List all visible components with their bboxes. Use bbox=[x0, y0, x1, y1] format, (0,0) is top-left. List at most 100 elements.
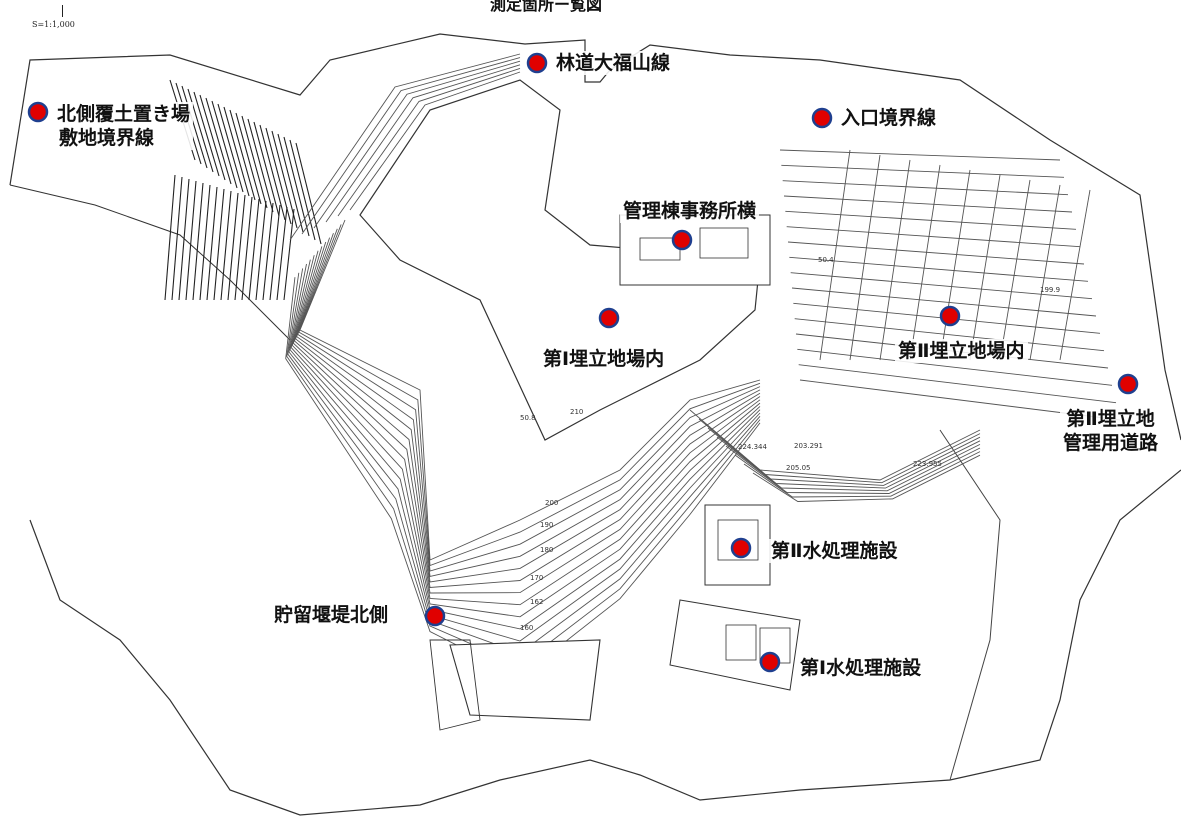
contour-line bbox=[716, 436, 981, 489]
contour-line bbox=[290, 255, 761, 618]
hatch-line bbox=[277, 133, 304, 233]
hatch-line bbox=[206, 186, 218, 301]
contour-line bbox=[698, 418, 981, 484]
hatch-line bbox=[205, 97, 232, 185]
scale-tick bbox=[62, 5, 63, 17]
hatch-line bbox=[247, 118, 274, 213]
marker-dai2-road bbox=[1117, 373, 1139, 395]
elevation-label: 223.955 bbox=[913, 460, 942, 468]
measurement-markers bbox=[27, 52, 1139, 673]
hatch-line bbox=[171, 176, 183, 301]
label-kanri: 管理棟事務所横 bbox=[620, 199, 760, 223]
marker-iriguchi bbox=[811, 107, 833, 129]
retention-dam bbox=[429, 639, 601, 731]
hatch-line bbox=[295, 142, 322, 245]
elevation-label: 203.291 bbox=[794, 442, 823, 450]
label-dai2-umetate: 第Ⅱ埋立地場内 bbox=[895, 339, 1028, 363]
contour-line bbox=[781, 164, 1065, 178]
elevation-label: 205.05 bbox=[786, 464, 811, 472]
hatch-line bbox=[259, 124, 286, 221]
hatch-line bbox=[276, 206, 288, 301]
grid-line bbox=[819, 149, 851, 361]
marker-dai2-water bbox=[730, 537, 752, 559]
label-iriguchi: 入口境界線 bbox=[838, 106, 940, 130]
contour-line bbox=[785, 210, 1077, 230]
hatch-line bbox=[213, 188, 225, 301]
contour-line bbox=[790, 272, 1093, 300]
label-kita-fukudo: 北側覆土置き場敷地境界線 bbox=[54, 102, 194, 150]
marker-rindo bbox=[526, 52, 548, 74]
hatch-line bbox=[178, 178, 190, 301]
marker-kita-fukudo bbox=[27, 101, 49, 123]
grid-line bbox=[1029, 184, 1061, 361]
contour-line bbox=[349, 71, 521, 211]
grid-line bbox=[999, 179, 1031, 361]
grid-line bbox=[879, 159, 911, 361]
hatch-line bbox=[283, 136, 310, 237]
hatch-line bbox=[192, 182, 204, 301]
contour-line bbox=[325, 64, 521, 223]
boundary-inner bbox=[939, 429, 1001, 781]
contour-line bbox=[789, 256, 1089, 282]
site-boundary-south bbox=[29, 469, 1181, 816]
contour-line bbox=[798, 364, 1117, 404]
contour-line bbox=[743, 451, 981, 498]
elevation-annotations: 21020019018017016216050.850.4199.9224.34… bbox=[520, 256, 1060, 632]
grid-line bbox=[909, 164, 941, 361]
marker-dai2-umetate bbox=[939, 305, 961, 327]
contour-line bbox=[288, 263, 761, 642]
contour-line bbox=[299, 219, 761, 561]
contour-line bbox=[337, 67, 521, 217]
hatch-line bbox=[181, 85, 208, 169]
contour-line bbox=[734, 447, 981, 494]
contour-line bbox=[725, 443, 981, 492]
hatch-line bbox=[253, 121, 280, 217]
contour-line bbox=[297, 228, 761, 572]
contour-line bbox=[707, 427, 981, 486]
contour-line bbox=[779, 149, 1061, 161]
hatch-line bbox=[269, 204, 281, 301]
elevation-label: 224.344 bbox=[738, 443, 767, 451]
marker-kanri bbox=[671, 229, 693, 251]
contour-line bbox=[791, 287, 1097, 317]
marker-choryu bbox=[424, 605, 446, 627]
elevation-label: 50.8 bbox=[520, 414, 536, 422]
contour-line bbox=[287, 268, 761, 654]
hatch-line bbox=[289, 139, 316, 241]
label-dai2-water: 第Ⅱ水処理施設 bbox=[768, 539, 901, 563]
elevation-label: 50.4 bbox=[818, 256, 834, 264]
contour-line bbox=[794, 318, 1105, 352]
management-building bbox=[619, 214, 771, 286]
contour-line bbox=[313, 60, 521, 229]
elevation-label: 190 bbox=[540, 521, 553, 529]
elevation-label: 170 bbox=[530, 574, 543, 582]
hatch-line bbox=[185, 180, 197, 301]
page-title: 測定箇所ー覧図 bbox=[490, 0, 603, 14]
hatch-line bbox=[255, 200, 267, 301]
site-boundary bbox=[9, 33, 1181, 441]
hatch-line bbox=[271, 130, 298, 229]
elevation-label: 199.9 bbox=[1040, 286, 1060, 294]
hatch-line bbox=[217, 103, 244, 193]
hatch-line bbox=[223, 106, 250, 197]
contour-line bbox=[292, 246, 761, 594]
hatch-line bbox=[241, 196, 253, 301]
hatch-line bbox=[220, 190, 232, 301]
north-slope-hatching bbox=[164, 79, 322, 301]
hatch-line bbox=[235, 112, 262, 205]
contour-line bbox=[296, 233, 761, 578]
elevation-label: 160 bbox=[520, 624, 533, 632]
label-dai1-water: 第Ⅰ水処理施設 bbox=[797, 656, 925, 680]
site-boundary-west bbox=[9, 184, 291, 341]
contour-line bbox=[783, 195, 1073, 213]
water-treatment-1-building bbox=[669, 599, 801, 691]
hatch-line bbox=[229, 109, 256, 201]
contour-line bbox=[787, 241, 1085, 265]
contour-line bbox=[293, 241, 761, 588]
contour-line bbox=[295, 237, 761, 583]
contour-line bbox=[797, 348, 1113, 386]
hatch-line bbox=[227, 192, 239, 301]
hatch-line bbox=[199, 184, 211, 301]
grid-line bbox=[939, 169, 971, 361]
contour-line bbox=[289, 259, 761, 630]
